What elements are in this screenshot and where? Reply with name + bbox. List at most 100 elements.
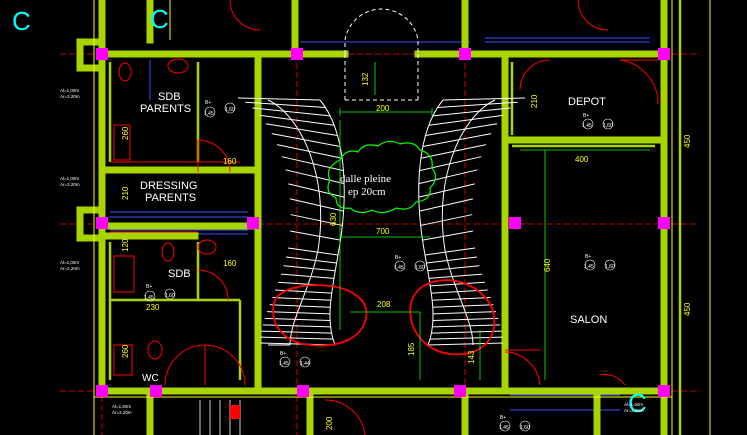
dimension-450: 450 <box>683 134 692 148</box>
left-stair-treads <box>237 97 345 346</box>
stair-tread <box>427 342 504 346</box>
svg-text:1,45: 1,45 <box>582 123 592 129</box>
dimension-210: 210 <box>121 186 130 200</box>
stair-tread <box>419 156 482 172</box>
svg-text:B+: B+ <box>500 415 506 421</box>
stair-tread <box>437 101 518 108</box>
window-note: Ar=2,20m <box>112 410 132 415</box>
level-mark: B+ 1,45 1,60 <box>582 113 614 130</box>
level-mark: B+ 1,45 1,60 <box>144 284 176 302</box>
column <box>658 385 670 397</box>
svg-text:1,45: 1,45 <box>394 265 404 271</box>
room-label-sdb-parents-2: PARENTS <box>140 103 191 115</box>
columns <box>96 48 670 397</box>
dimension-143: 143 <box>467 350 476 364</box>
dimension-260: 260 <box>121 126 130 140</box>
column <box>297 385 309 397</box>
stair-tread <box>427 265 480 272</box>
svg-text:1,60: 1,60 <box>225 107 235 113</box>
stair-tread <box>267 311 330 315</box>
stair-tread <box>245 101 326 108</box>
column <box>454 385 466 397</box>
window-note: Al=1,00m <box>60 176 79 181</box>
stair-tread <box>283 265 336 272</box>
column <box>658 217 670 229</box>
dimension-230: 230 <box>146 303 160 312</box>
stair-arrow-marker <box>230 405 240 419</box>
stair-tread <box>422 230 474 241</box>
stair-tread <box>432 304 494 308</box>
room-label-depot: DEPOT <box>568 96 606 108</box>
stair-tread <box>290 214 343 226</box>
stair-tread <box>429 273 483 279</box>
window-note: Al=1,00m <box>60 88 79 93</box>
dimension-210: 210 <box>530 94 539 108</box>
stair-tread <box>432 296 491 301</box>
dimension-200: 200 <box>325 416 334 430</box>
sink-icon <box>197 239 217 255</box>
window-note: Al=1,60m <box>112 404 131 409</box>
dimension-700: 700 <box>376 227 390 236</box>
stair-tread <box>430 336 503 340</box>
stair-tread <box>237 97 321 101</box>
stair-tread <box>289 198 344 212</box>
level-mark: B+ 1,45 1,60 <box>204 100 236 118</box>
room-label-dressing-2: PARENTS <box>145 192 196 204</box>
edge-lines <box>93 0 711 435</box>
level-mark: B+ 1,45 1,60 <box>499 415 531 432</box>
section-marker-c: C <box>12 6 31 36</box>
column <box>459 48 471 60</box>
stair-tread <box>442 97 526 101</box>
dimension-160: 160 <box>223 259 237 268</box>
stair-tread <box>272 296 331 301</box>
section-marker-c: C <box>628 388 647 418</box>
svg-text:1,60: 1,60 <box>165 293 175 299</box>
dimension-160: 160 <box>223 157 237 166</box>
dimension-132: 132 <box>361 72 370 86</box>
window-note: Ar=2,20m <box>624 408 644 413</box>
svg-text:B+: B+ <box>146 284 152 290</box>
stair-tread <box>265 123 338 136</box>
column <box>509 217 521 229</box>
window-note: Ar=2,20m <box>60 94 80 99</box>
shower-icon <box>113 124 131 161</box>
revision-cloud <box>327 140 437 214</box>
stair-tread <box>418 169 478 185</box>
stair-tread <box>418 183 475 198</box>
column <box>247 217 259 229</box>
shower-icon <box>113 344 133 376</box>
stair-tread <box>426 256 478 264</box>
svg-text:1,44: 1,44 <box>300 361 310 367</box>
svg-text:B+: B+ <box>280 351 286 357</box>
dimension-260: 260 <box>121 344 130 358</box>
stair-tread <box>430 281 485 287</box>
svg-text:B+: B+ <box>205 100 211 106</box>
stair-tread <box>280 273 334 279</box>
stair-tread <box>420 144 487 159</box>
stair-tread <box>431 330 502 334</box>
svg-text:1,45: 1,45 <box>584 264 594 270</box>
stair-tread <box>260 336 333 340</box>
stair-tread <box>432 317 499 322</box>
stair-tread <box>289 230 341 241</box>
svg-text:1,45: 1,45 <box>204 111 214 117</box>
toilet-icon <box>118 62 132 82</box>
stair-tread <box>271 133 341 147</box>
column <box>96 217 108 229</box>
window-note: Al=1,60m <box>624 402 643 407</box>
column <box>150 385 162 397</box>
column <box>658 48 670 60</box>
inner-walls <box>108 0 682 435</box>
column <box>96 48 108 60</box>
dimension-630: 630 <box>329 212 338 226</box>
stair-tread <box>432 107 511 117</box>
stair-tread <box>276 144 343 159</box>
stair-tread <box>420 214 473 226</box>
stair-tread <box>288 183 345 198</box>
stair-tread <box>252 107 331 117</box>
fixtures <box>110 58 240 376</box>
level-mark: B+ 1,45 1,60 <box>394 255 426 272</box>
stair-tread <box>422 133 492 147</box>
doors <box>164 0 659 435</box>
